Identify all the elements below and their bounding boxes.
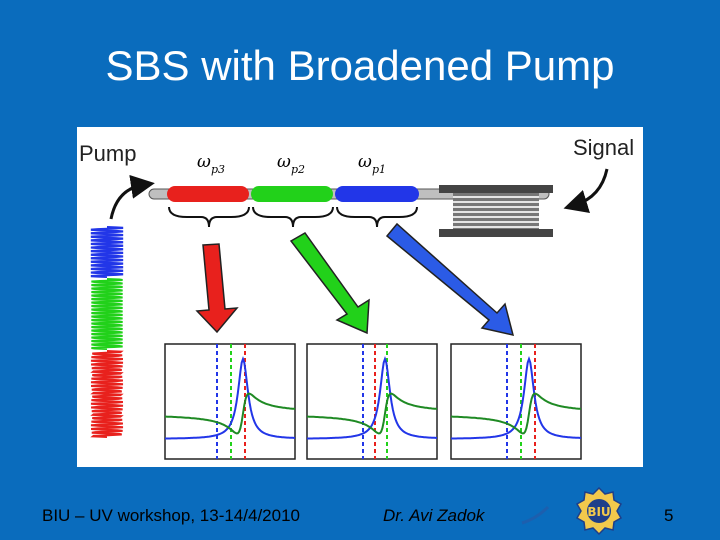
gain-curve (165, 356, 295, 440)
omega-label-p1: ω p1 (358, 152, 386, 176)
signal-label: Signal (573, 135, 634, 160)
svg-text:p2: p2 (291, 163, 305, 176)
omega-label-p3: ω p3 (197, 152, 225, 176)
arrow-green-icon (289, 232, 370, 335)
slide-title: SBS with Broadened Pump (105, 42, 615, 89)
gain-curve (451, 356, 581, 440)
fiber-spool-icon (439, 185, 553, 237)
sbs-diagram: Pump Signal ω p3 ω p2 ω p1 (77, 127, 643, 467)
arrow-blue-icon (385, 222, 515, 337)
pump-input-arrow-icon (109, 174, 155, 220)
svg-text:ω: ω (197, 152, 211, 172)
pump-segment-p1 (335, 186, 419, 202)
omega-label-p2: ω p2 (277, 152, 305, 176)
swoosh-icon (521, 505, 550, 525)
svg-text:ω: ω (358, 152, 372, 172)
response-panel (450, 343, 582, 460)
response-panel (164, 343, 296, 460)
brace-p1 (336, 206, 418, 228)
bar-ilan-logo-icon: BIU (575, 486, 623, 536)
pump-label: Pump (79, 141, 136, 166)
pump-spectrum-waveform (90, 226, 124, 438)
response-panel (306, 343, 438, 460)
signal-input-arrow-icon (563, 168, 609, 213)
phase-curve (307, 392, 438, 435)
gain-curve (307, 356, 437, 440)
svg-text:p3: p3 (211, 163, 225, 176)
pump-segment-p3 (167, 186, 249, 202)
brace-p2 (252, 206, 334, 228)
footer-workshop: BIU – UV workshop, 13-14/4/2010 (42, 506, 300, 525)
svg-text:BIU: BIU (587, 505, 610, 519)
svg-text:p1: p1 (372, 163, 386, 176)
phase-curve (451, 392, 582, 435)
phase-curve (165, 392, 296, 435)
brace-p3 (168, 206, 250, 228)
pump-segment-p2 (251, 186, 333, 202)
page-number: 5 (664, 506, 674, 525)
svg-text:ω: ω (277, 152, 291, 172)
footer-author: Dr. Avi Zadok (383, 506, 485, 525)
arrow-red-icon (195, 243, 239, 334)
